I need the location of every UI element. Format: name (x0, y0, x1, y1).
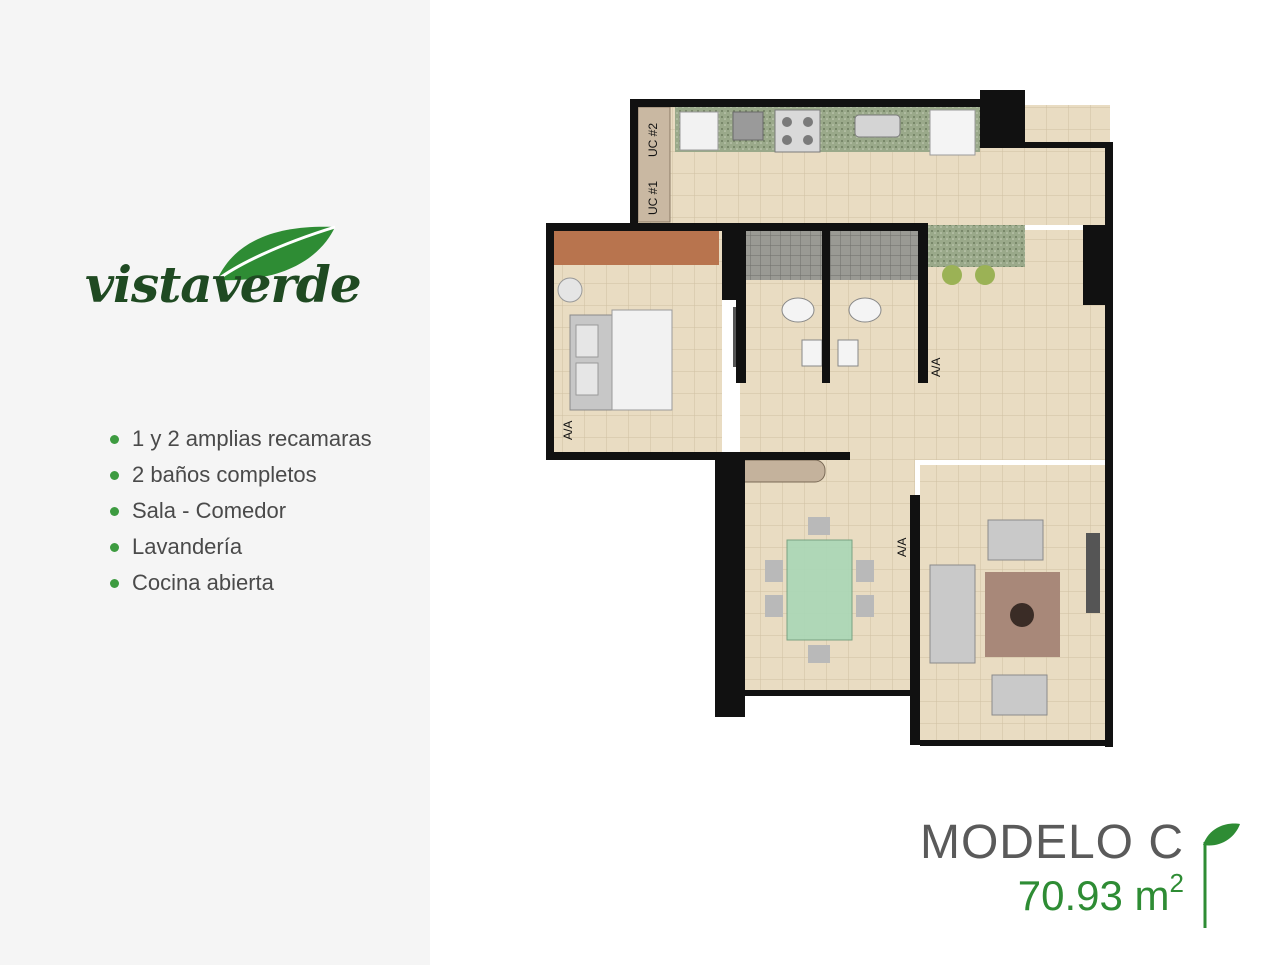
aa-bedroom-label: A/A (561, 421, 575, 440)
feature-item: Sala - Comedor (108, 496, 372, 532)
floor-plan: UC #1 UC #2 A/A A/A A/A (546, 90, 1113, 747)
feature-item: Cocina abierta (108, 568, 372, 604)
uc1-label: UC #1 (646, 181, 660, 215)
logo-wordmark: vistaverde (85, 255, 362, 314)
feature-label: Cocina abierta (132, 570, 274, 595)
features-list: 1 y 2 amplias recamaras 2 baños completo… (108, 424, 372, 604)
bullet-icon (110, 543, 119, 552)
area-unit-exponent: 2 (1169, 868, 1184, 898)
feature-item: 2 baños completos (108, 460, 372, 496)
model-title: MODELO C (919, 816, 1184, 869)
leaf-icon (1203, 823, 1240, 928)
uc2-label: UC #2 (646, 123, 660, 157)
living-area (929, 519, 1100, 716)
laundry (734, 459, 826, 483)
walls (546, 90, 1113, 747)
aa-bath-label: A/A (929, 358, 943, 377)
bedroom: A/A (557, 277, 743, 440)
bullet-icon (110, 579, 119, 588)
aa-dining-label: A/A (895, 538, 909, 557)
feature-label: 2 baños completos (132, 462, 317, 487)
leaf-icon (216, 225, 336, 282)
feature-item: 1 y 2 amplias recamaras (108, 424, 372, 460)
bathrooms: A/A (781, 297, 943, 377)
bullet-icon (110, 507, 119, 516)
vistaverde-logo: vistaverde (85, 225, 362, 335)
dining-area: A/A (765, 517, 909, 663)
feature-label: Sala - Comedor (132, 498, 287, 523)
info-sidebar: vistaverde 1 y 2 amplias recamaras 2 bañ… (0, 0, 430, 965)
model-area: 70.93 m2 (1017, 868, 1184, 920)
feature-label: Lavandería (132, 534, 243, 559)
bullet-icon (110, 435, 119, 444)
area-value: 70.93 m (1017, 872, 1170, 919)
uc-closets: UC #1 UC #2 (637, 106, 671, 223)
feature-item: Lavandería (108, 532, 372, 568)
kitchen-counter (675, 107, 1025, 285)
feature-label: 1 y 2 amplias recamaras (132, 426, 372, 451)
bullet-icon (110, 471, 119, 480)
